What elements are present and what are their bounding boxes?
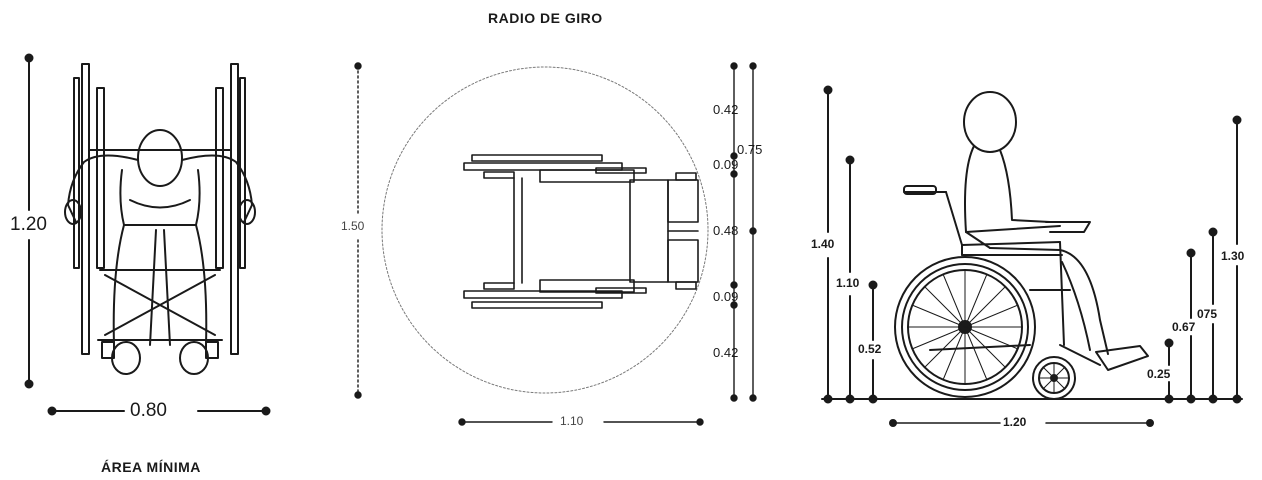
minimum-area-title: ÁREA MÍNIMA	[101, 459, 201, 475]
top-view-wheelchair	[463, 154, 699, 309]
turning-diameter-label: 1.50	[341, 219, 365, 233]
shoulder-height-label: 1.10	[836, 276, 860, 290]
side-view-wheelchair	[894, 91, 1149, 400]
side-length-label: 1.20	[1003, 415, 1027, 429]
segment-upper-wheel-label: 0.09	[713, 157, 739, 172]
head-height-label: 1.40	[811, 237, 835, 251]
top-width-label: 1.10	[560, 414, 584, 428]
seat-height-label: 0.52	[858, 342, 882, 356]
top-view-dimensions	[354, 62, 757, 426]
front-view-dimensions	[24, 53, 271, 416]
armrest-height-label: 0.67	[1172, 320, 1196, 334]
half-span-label: 0.75	[737, 142, 763, 157]
armrest-top-label: 075	[1197, 307, 1218, 321]
front-width-label: 0.80	[130, 400, 167, 421]
turning-radius-title: RADIO DE GIRO	[488, 10, 603, 26]
segment-middle-label: 0.48	[713, 223, 739, 238]
segment-bottom-label: 0.42	[713, 345, 739, 360]
front-view-wheelchair	[64, 63, 256, 375]
front-height-label: 1.20	[10, 214, 47, 235]
segment-top-label: 0.42	[713, 102, 739, 117]
handle-height-label: 1.30	[1221, 249, 1245, 263]
turning-circle	[381, 66, 709, 394]
segment-lower-wheel-label: 0.09	[713, 289, 739, 304]
footrest-height-label: 0.25	[1147, 367, 1171, 381]
side-view-dimensions	[821, 85, 1243, 427]
